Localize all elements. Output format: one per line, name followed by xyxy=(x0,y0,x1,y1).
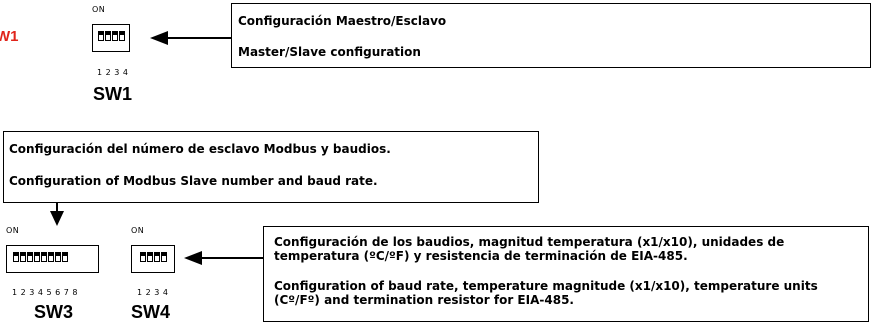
sw1-dip-switch xyxy=(92,24,130,52)
sw3-text-es: Configuración del número de esclavo Modb… xyxy=(9,142,391,156)
sw4-dip-switch xyxy=(131,245,175,273)
sw3-on-label: ON xyxy=(6,226,20,235)
dip-lever xyxy=(119,31,125,41)
sw1-arrowhead-icon xyxy=(150,31,168,45)
sw3-arrowhead-icon xyxy=(50,211,64,226)
sw1-text-en: Master/Slave configuration xyxy=(238,45,421,59)
dip-lever xyxy=(20,252,26,262)
sw4-label: SW4 xyxy=(131,302,171,322)
sw3-text-en: Configuration of Modbus Slave number and… xyxy=(9,174,378,188)
sw3-dip-switch xyxy=(6,245,99,273)
dip-lever xyxy=(34,252,40,262)
sw3-numbers: 1 2 3 4 5 6 7 8 xyxy=(12,288,79,297)
dip-lever xyxy=(27,252,33,262)
dip-lever xyxy=(55,252,61,262)
sw3-switch-bank xyxy=(13,252,68,262)
sw1-numbers: 1 2 3 4 xyxy=(97,68,129,77)
dip-lever xyxy=(48,252,54,262)
sw4-numbers: 1 2 3 4 xyxy=(137,288,169,297)
dip-lever xyxy=(13,252,19,262)
dip-lever xyxy=(62,252,68,262)
sw4-description-box: Configuración de los baudios, magnitud t… xyxy=(263,226,869,322)
sw1-text-es: Configuración Maestro/Esclavo xyxy=(238,14,447,28)
sw3-label: SW3 xyxy=(34,302,74,322)
sw4-on-label: ON xyxy=(131,226,145,235)
dip-lever xyxy=(41,252,47,262)
sw3-arrow-line xyxy=(56,203,58,213)
sw3-description-box: Configuración del número de esclavo Modb… xyxy=(3,131,539,203)
dip-lever xyxy=(140,252,146,262)
dip-lever xyxy=(112,31,118,41)
dip-lever xyxy=(98,31,104,41)
sw4-arrowhead-icon xyxy=(184,251,202,265)
dip-lever xyxy=(154,252,160,262)
sw4-switch-bank xyxy=(140,252,167,262)
sw4-text-es: Configuración de los baudios, magnitud t… xyxy=(274,235,785,263)
sw1-on-label: ON xyxy=(92,5,106,14)
sw1-arrow-line xyxy=(165,37,233,39)
sw1-description-box: Configuración Maestro/Esclavo Master/Sla… xyxy=(231,3,871,68)
sw1-red-label: W1 xyxy=(0,28,19,45)
sw4-arrow-line xyxy=(200,257,265,259)
dip-lever xyxy=(147,252,153,262)
dip-lever xyxy=(161,252,167,262)
dip-lever xyxy=(105,31,111,41)
sw1-label: SW1 xyxy=(93,84,133,104)
sw4-text-en: Configuration of baud rate, temperature … xyxy=(274,279,818,307)
sw1-switch-bank xyxy=(98,31,125,41)
